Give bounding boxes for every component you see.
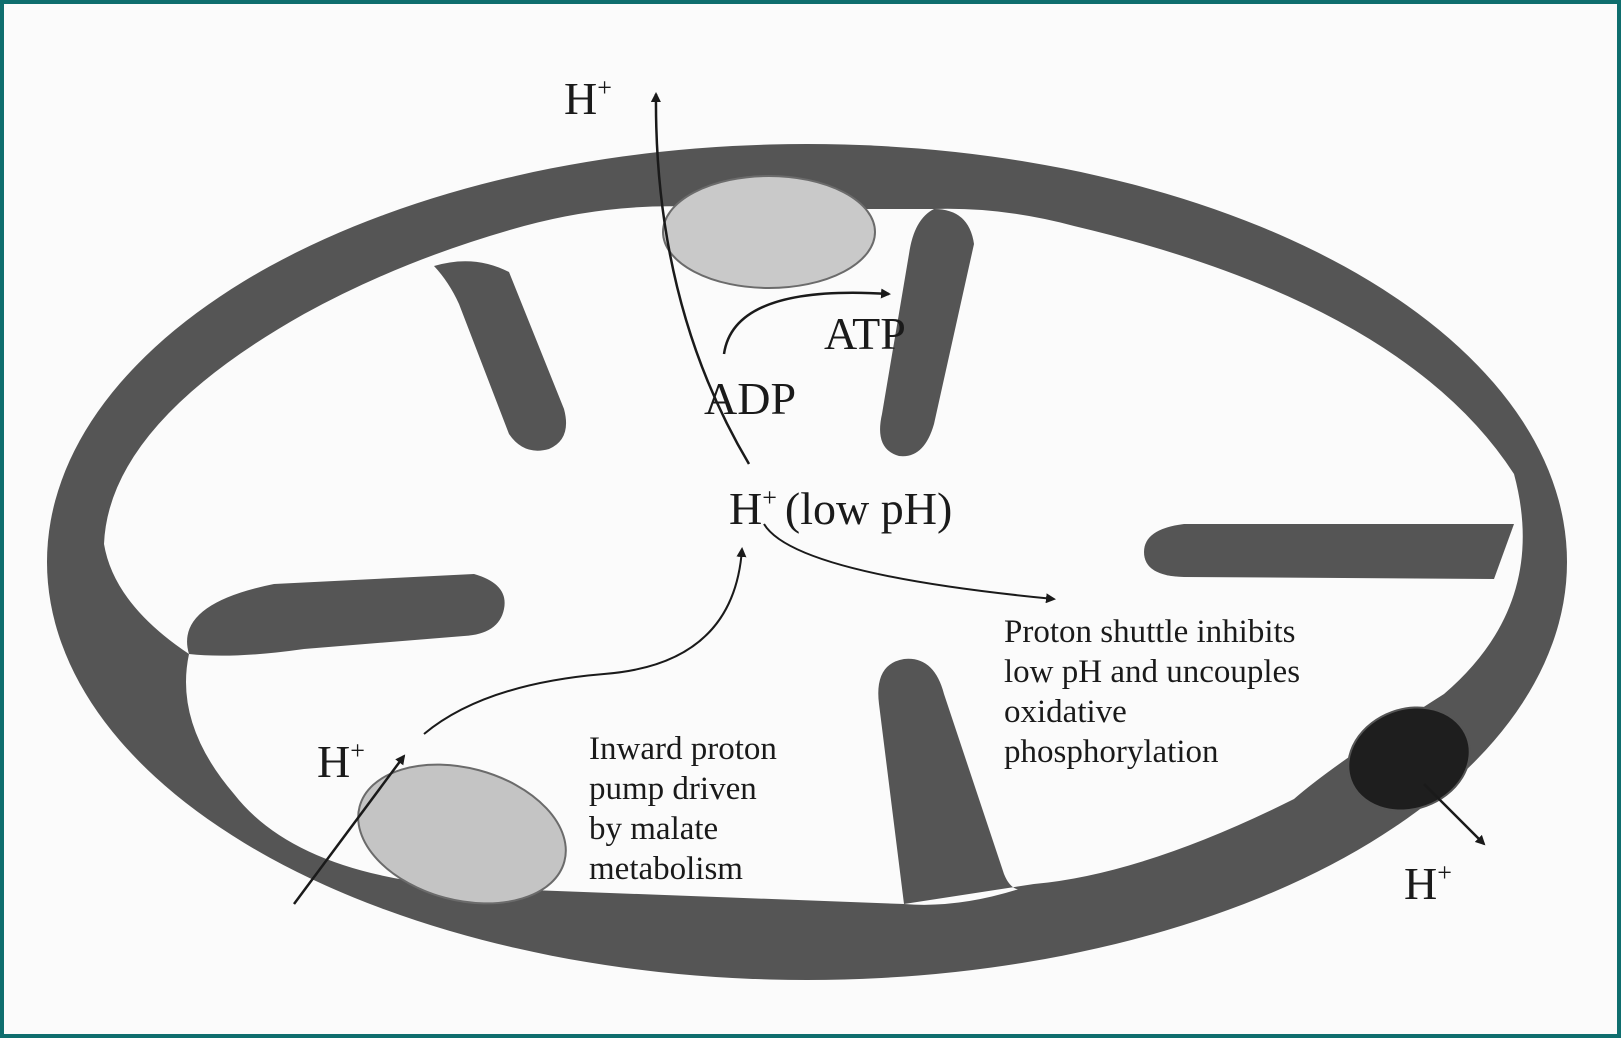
crista-right xyxy=(1144,524,1514,579)
svg-text:Proton shuttle inhibits: Proton shuttle inhibits xyxy=(1004,614,1296,650)
svg-text:oxidative: oxidative xyxy=(1004,694,1127,730)
label-h-out-top: H+ xyxy=(564,73,612,124)
svg-text:Inward proton: Inward proton xyxy=(589,731,777,767)
label-adp: ADP xyxy=(704,373,796,424)
svg-text:by malate: by malate xyxy=(589,811,718,847)
svg-text:metabolism: metabolism xyxy=(589,851,743,887)
svg-text:phosphorylation: phosphorylation xyxy=(1004,734,1218,770)
label-atp: ATP xyxy=(824,308,906,359)
mitochondrion-diagram: H+ ATP ADP H+(low pH) H+ H+ Inward proto… xyxy=(4,4,1617,1034)
svg-text:low pH and uncouples: low pH and uncouples xyxy=(1004,654,1300,690)
arrow-h-out-right xyxy=(1424,784,1484,844)
diagram-frame: H+ ATP ADP H+(low pH) H+ H+ Inward proto… xyxy=(4,4,1617,1034)
label-h-out-bottom-right: H+ xyxy=(1404,858,1452,909)
svg-text:pump driven: pump driven xyxy=(589,771,757,807)
atp-synthase-complex xyxy=(663,176,875,288)
